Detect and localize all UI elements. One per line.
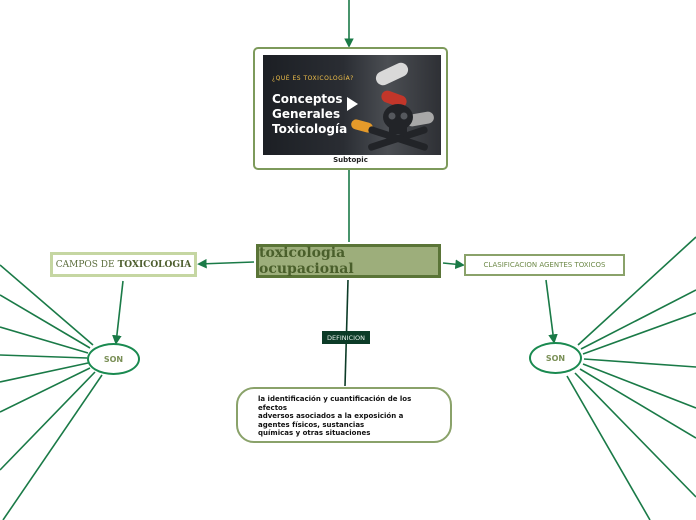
pill-shape: [373, 60, 411, 88]
left-son-branches: [0, 264, 103, 520]
main-to-campos-line: [197, 258, 255, 269]
play-icon[interactable]: [344, 96, 360, 112]
thumbnail-kicker: ¿QUÉ ES TOXICOLOGÍA?: [272, 75, 354, 82]
son-node-right[interactable]: SON: [529, 342, 582, 374]
clasif-to-son-line: [545, 279, 558, 344]
campos-to-son-line: [112, 280, 124, 345]
definicion-tag[interactable]: DEFINICION: [322, 331, 370, 344]
campos-toxicologia-node[interactable]: CAMPOS DE TOXICOLOGIA: [50, 252, 197, 277]
subtopic-card[interactable]: ¿QUÉ ES TOXICOLOGÍA? Conceptos Generales…: [253, 47, 448, 170]
skull-crossbones-icon: [368, 104, 428, 151]
campos-label-bold: TOXICOLOGIA: [117, 259, 192, 270]
definition-text-node[interactable]: la identificación y cuantificación de lo…: [236, 387, 452, 443]
clasificacion-agentes-node[interactable]: CLASIFICACION AGENTES TOXICOS: [464, 254, 625, 276]
subtopic-label: Subtopic: [333, 156, 368, 164]
son-node-left[interactable]: SON: [87, 343, 140, 375]
main-topic[interactable]: toxicologia ocupacional: [256, 244, 441, 278]
campos-label-prefix: CAMPOS DE: [55, 259, 115, 270]
video-thumbnail[interactable]: ¿QUÉ ES TOXICOLOGÍA? Conceptos Generales…: [263, 55, 441, 155]
thumbnail-title: Conceptos Generales Toxicología: [272, 92, 348, 136]
main-to-clasif-line: [442, 259, 465, 270]
right-son-branches: [566, 236, 696, 520]
